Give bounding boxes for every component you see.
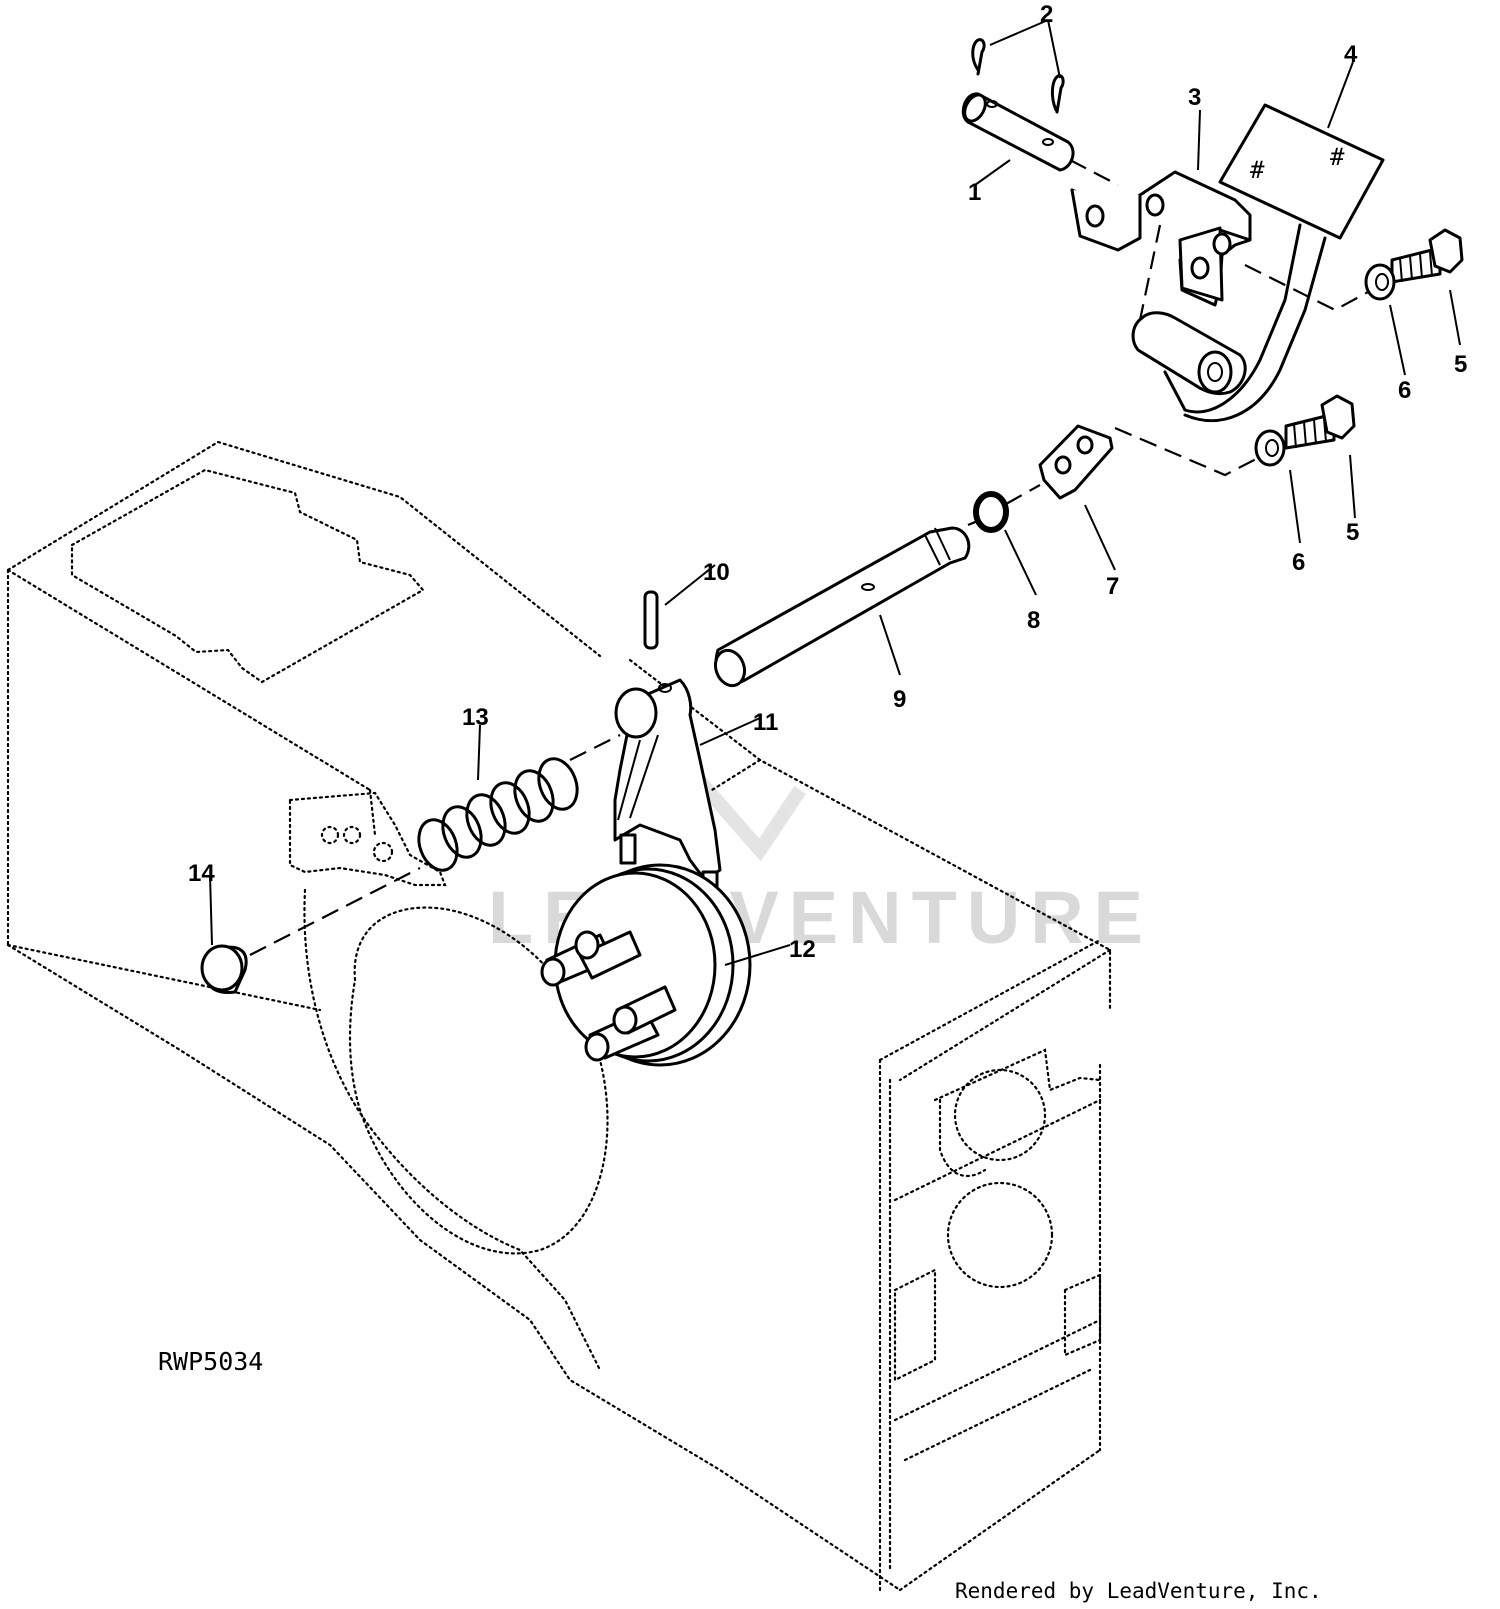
- pedal-tread-right-icon: #: [1330, 143, 1345, 171]
- part-4-pedal: # #: [1131, 103, 1385, 423]
- callout-9: 9: [893, 686, 906, 713]
- part-7-plate: [1038, 424, 1114, 500]
- watermark-logo-icon: [684, 765, 806, 862]
- callout-3: 3: [1188, 84, 1201, 111]
- callout-1: 1: [968, 179, 981, 206]
- part-2-cotter-pins: [971, 38, 1065, 114]
- part-8-washer: [973, 491, 1009, 533]
- callout-11: 11: [753, 709, 778, 736]
- callout-4: 4: [1344, 41, 1358, 68]
- callout-13: 13: [462, 704, 489, 731]
- part-5-cap-screw-lower: [1284, 394, 1356, 450]
- assembly-lines: [249, 159, 1369, 956]
- callouts: 1 2 3 4 5 5 6 6 7 8 9 10 11 12 13 14: [188, 1, 1467, 963]
- part-6-lock-washer-lower: [1254, 429, 1286, 467]
- callout-8: 8: [1027, 607, 1040, 634]
- pedal-tread-left-icon: #: [1250, 156, 1265, 184]
- part-12-hub: [540, 863, 752, 1067]
- part-1-pin: [961, 92, 1075, 172]
- part-13-spring: [417, 757, 579, 872]
- part-3-bracket: [1070, 170, 1252, 307]
- callout-14: 14: [188, 860, 215, 887]
- callout-12: 12: [789, 936, 816, 963]
- part-10-roll-pin: [643, 590, 659, 650]
- part-5-cap-screw-upper: [1390, 228, 1464, 284]
- part-14-plug: [200, 944, 248, 995]
- callout-10: 10: [703, 559, 730, 586]
- callout-2: 2: [1040, 1, 1053, 28]
- drawing-number: RWP5034: [158, 1347, 263, 1376]
- callout-6-upper: 6: [1398, 377, 1411, 404]
- callout-6-lower: 6: [1292, 549, 1305, 576]
- part-11-shift-fork: [613, 678, 722, 904]
- callout-7: 7: [1106, 573, 1119, 600]
- part-9-shaft: [713, 526, 971, 688]
- callout-5-upper: 5: [1454, 351, 1467, 378]
- leader-lines: [209, 19, 1461, 966]
- transmission-housing: [6, 440, 1112, 1592]
- part-6-lock-washer-upper: [1364, 263, 1396, 301]
- callout-5-lower: 5: [1346, 519, 1359, 546]
- render-credit: Rendered by LeadVenture, Inc.: [955, 1579, 1322, 1603]
